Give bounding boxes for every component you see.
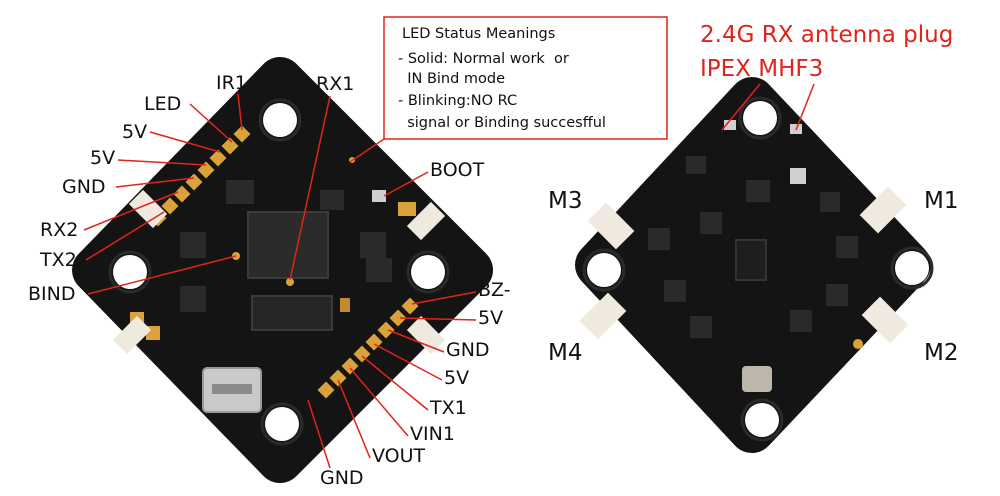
status-line-4: signal or Binding succesfful <box>398 115 606 131</box>
label-m2: M2 <box>924 340 958 366</box>
antenna-leader-2 <box>795 83 815 131</box>
label-m3: M3 <box>548 188 582 214</box>
label-rx2: RX2 <box>40 219 78 241</box>
label-vin1: VIN1 <box>410 423 455 445</box>
status-line-1: - Solid: Normal work or <box>398 51 569 67</box>
label-boot: BOOT <box>430 159 485 181</box>
status-leader-line <box>349 138 385 163</box>
label-m4: M4 <box>548 340 582 366</box>
antenna-leader-1 <box>721 83 761 131</box>
label-5v-c: 5V <box>478 307 503 329</box>
label-gnd-bottom: GND <box>320 467 364 489</box>
antenna-label: 2.4G RX antenna plug <box>700 22 953 48</box>
left-pin-labels: IR1 LED 5V 5V GND RX2 TX2 BIND <box>28 72 247 305</box>
label-5v-a: 5V <box>122 121 147 143</box>
board-back <box>575 77 934 453</box>
label-5v-b: 5V <box>90 147 115 169</box>
antenna-type-label: IPEX MHF3 <box>700 56 823 82</box>
status-line-2: IN Bind mode <box>398 71 505 87</box>
led-status-box: LED Status Meanings - Solid: Normal work… <box>383 16 668 140</box>
left-leader-lines <box>83 93 243 295</box>
label-5v-d: 5V <box>444 367 469 389</box>
label-gnd-right: GND <box>446 339 490 361</box>
rx1-leader <box>289 95 331 281</box>
right-pin-labels: BOOT BZ- 5V GND 5V TX1 VIN1 VOUT GND <box>320 159 511 489</box>
label-m1: M1 <box>924 188 958 214</box>
label-bz: BZ- <box>478 279 511 301</box>
label-gnd-left: GND <box>62 176 106 198</box>
label-tx1: TX1 <box>429 397 467 419</box>
status-box-title: LED Status Meanings <box>402 26 555 42</box>
label-vout: VOUT <box>372 445 426 467</box>
label-tx2: TX2 <box>39 249 77 271</box>
label-led: LED <box>144 93 181 115</box>
label-rx1: RX1 <box>316 73 354 95</box>
right-leader-lines <box>307 171 477 469</box>
label-ir1: IR1 <box>216 72 247 94</box>
status-line-3: - Blinking:NO RC <box>398 93 517 109</box>
label-bind: BIND <box>28 283 75 305</box>
